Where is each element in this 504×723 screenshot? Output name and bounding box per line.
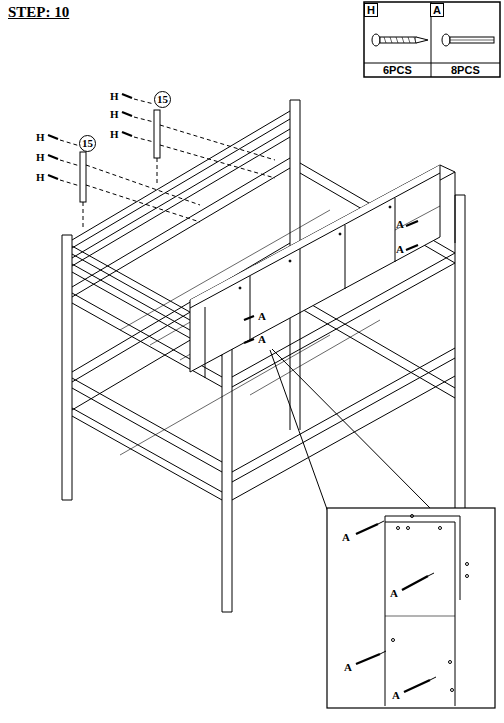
screw-letter: A: [390, 587, 398, 599]
part-letter-box-text: H: [367, 5, 375, 16]
screw-letter: H: [36, 131, 45, 143]
part-letter-box: H: [364, 3, 378, 17]
screw-letter: H: [110, 128, 119, 140]
screw-letter: A: [344, 661, 352, 673]
screw-letter: A: [396, 218, 404, 230]
pcs-count: 6PCS: [383, 64, 412, 76]
step-title: STEP: 10: [8, 4, 69, 21]
callout-number-text: 15: [157, 94, 168, 105]
callout-number: 15: [154, 91, 171, 108]
screw-letter: A: [342, 531, 350, 543]
callout-number-text: 15: [82, 138, 93, 149]
screw-letter: A: [392, 689, 400, 701]
pcs-count: 8PCS: [451, 64, 480, 76]
screw-letter: H: [110, 90, 119, 102]
screw-letter: A: [258, 333, 266, 345]
part-letter-box-text: A: [433, 5, 441, 16]
part-letter-box: A: [430, 3, 444, 17]
screw-letter: A: [396, 243, 404, 255]
screw-letter: H: [110, 108, 119, 120]
callout-number: 15: [79, 135, 96, 152]
screw-letter: A: [258, 310, 266, 322]
screw-letter: H: [36, 171, 45, 183]
screw-letter: H: [36, 151, 45, 163]
